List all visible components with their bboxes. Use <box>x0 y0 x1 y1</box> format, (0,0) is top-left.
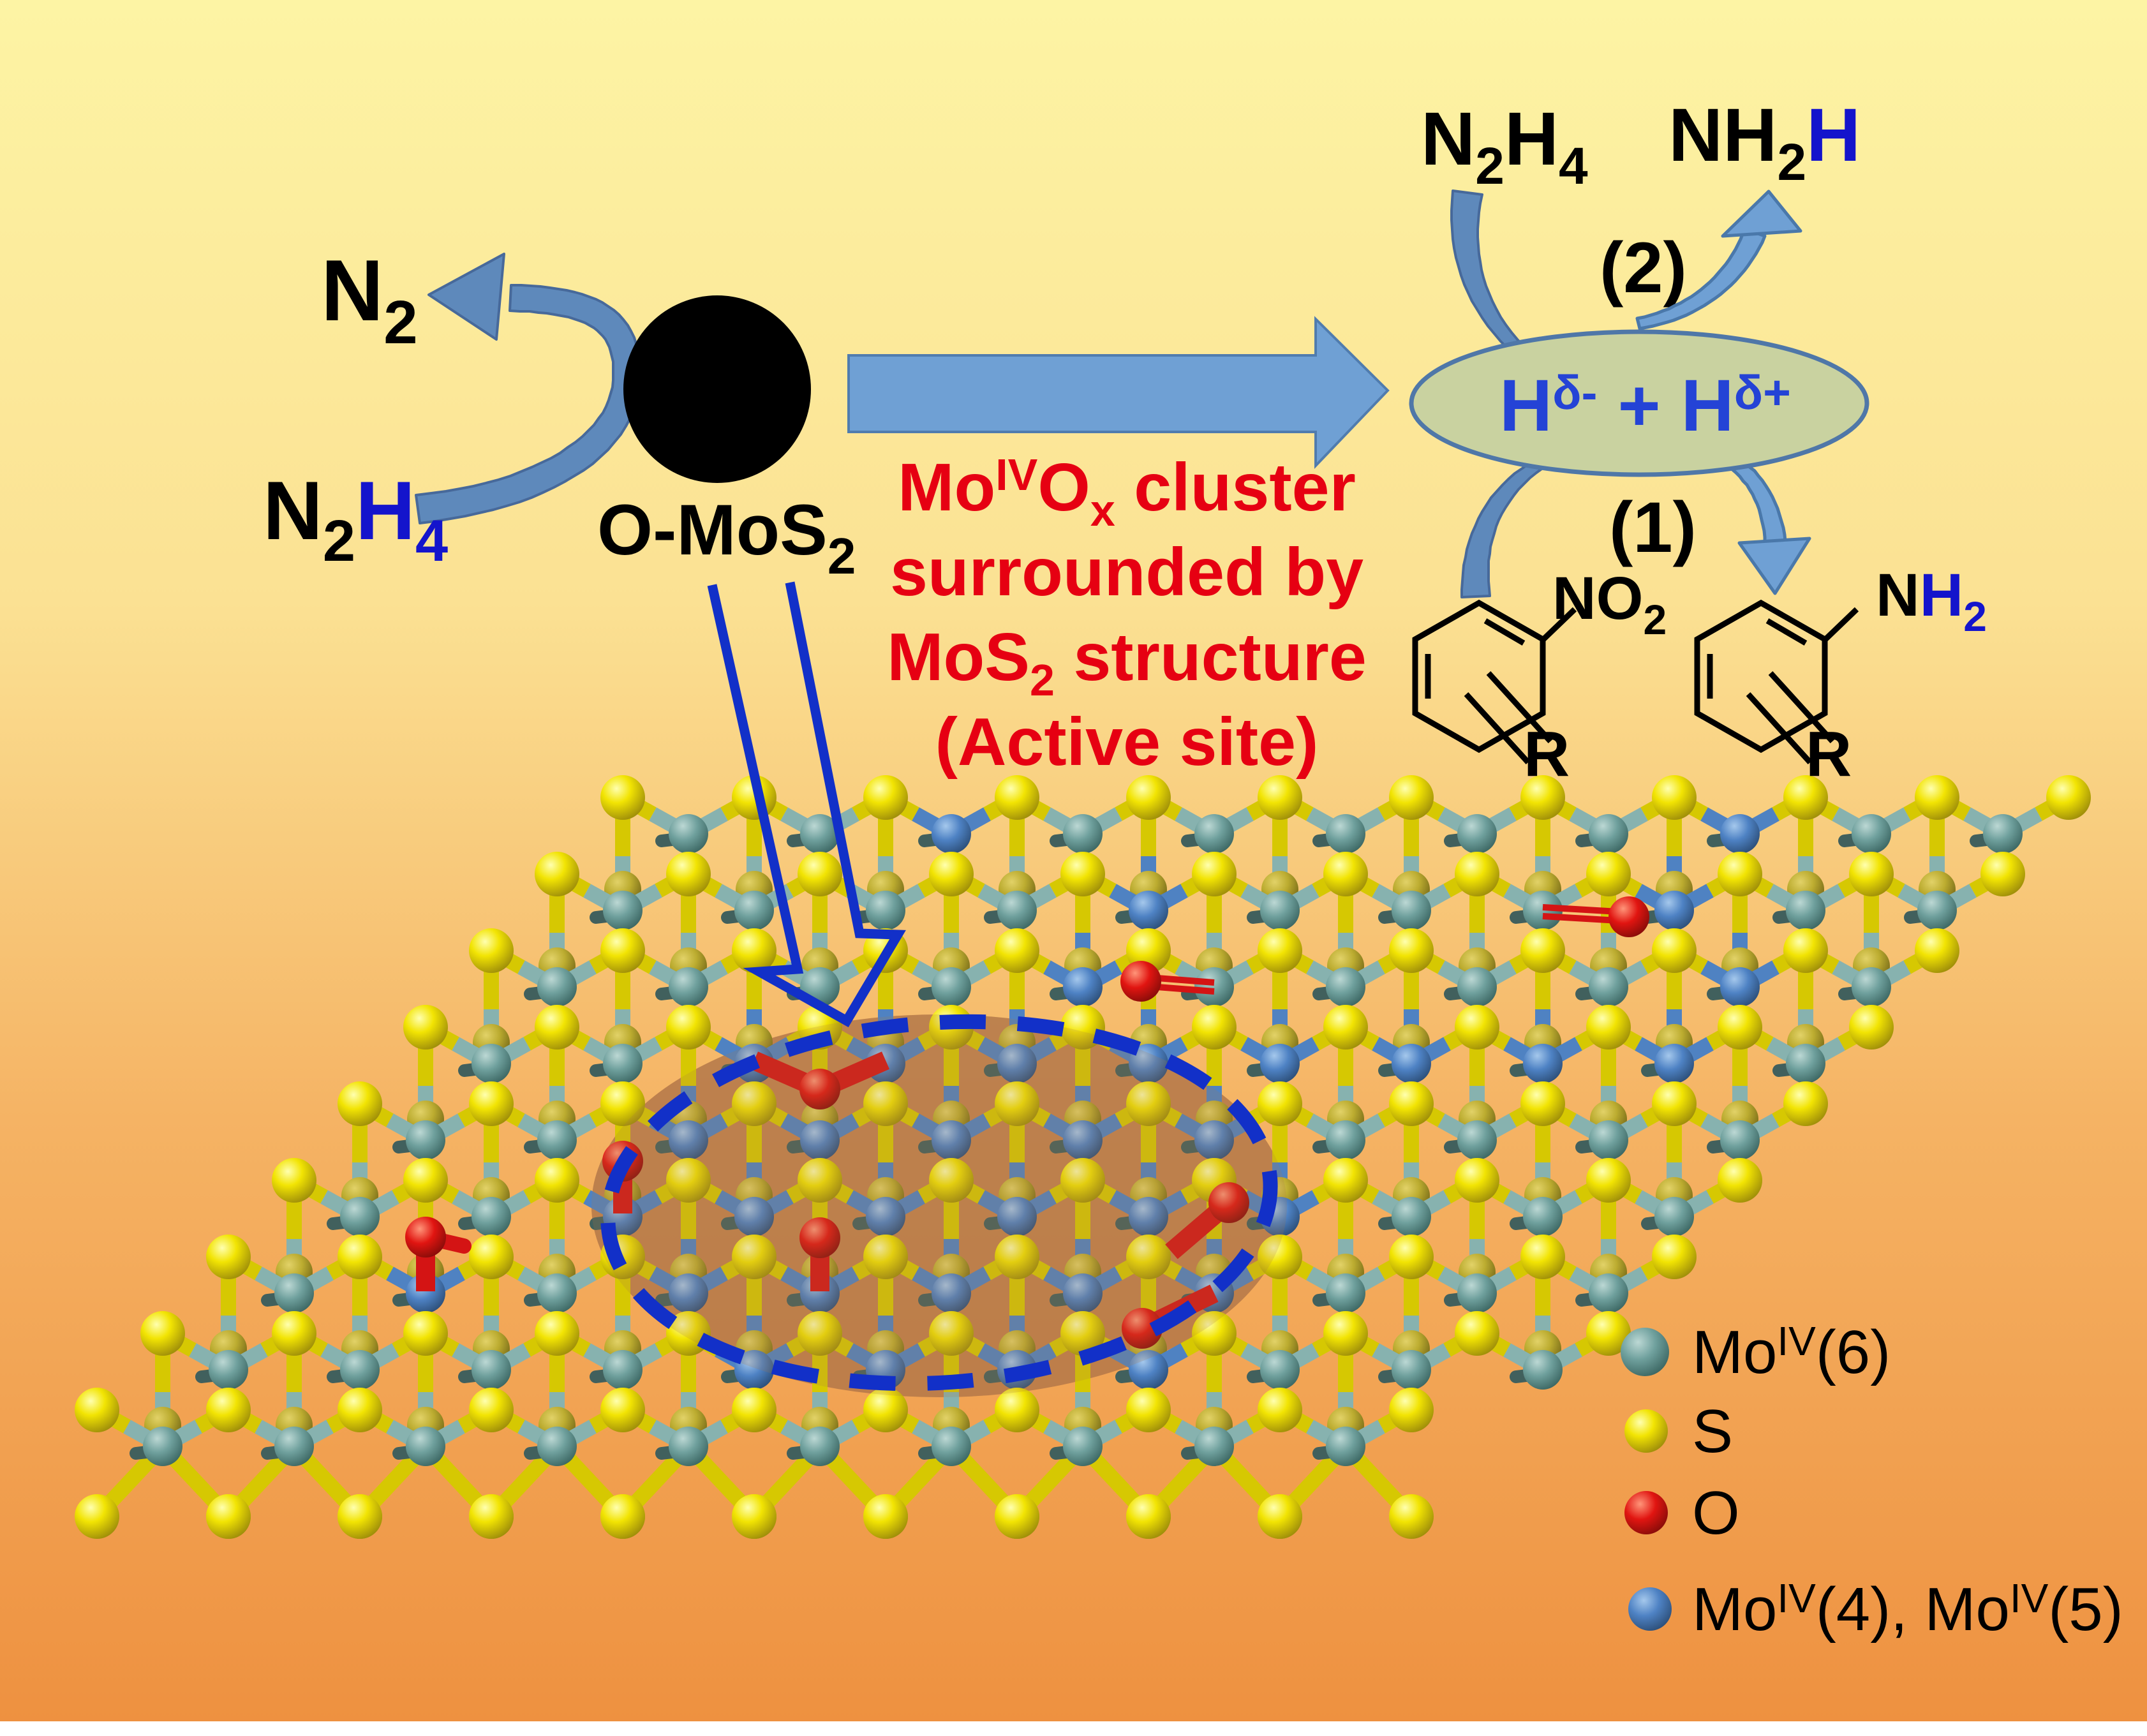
svg-text:surrounded by: surrounded by <box>890 535 1363 610</box>
svg-text:MoS2 structure: MoS2 structure <box>887 619 1367 705</box>
svg-text:R: R <box>1524 718 1570 790</box>
svg-text:O-MoS2: O-MoS2 <box>597 490 856 584</box>
svg-text:N2H4: N2H4 <box>263 464 448 574</box>
svg-text:NH2H: NH2H <box>1668 93 1861 191</box>
svg-text:(2): (2) <box>1600 228 1687 308</box>
svg-text:N2: N2 <box>321 242 418 357</box>
svg-text:(1): (1) <box>1609 487 1697 567</box>
svg-text:R: R <box>1806 718 1852 790</box>
svg-text:O: O <box>1692 1479 1740 1547</box>
svg-text:S: S <box>1692 1397 1733 1465</box>
svg-text:MoIVOx cluster: MoIVOx cluster <box>898 450 1356 535</box>
svg-text:NH2: NH2 <box>1876 561 1987 640</box>
svg-text:(Active site): (Active site) <box>935 704 1319 780</box>
svg-text:N2H4: N2H4 <box>1421 97 1588 195</box>
svg-text:MoIV(4), MoIV(5): MoIV(4), MoIV(5) <box>1692 1575 2123 1643</box>
svg-text:Hδ- + Hδ+: Hδ- + Hδ+ <box>1499 365 1791 447</box>
